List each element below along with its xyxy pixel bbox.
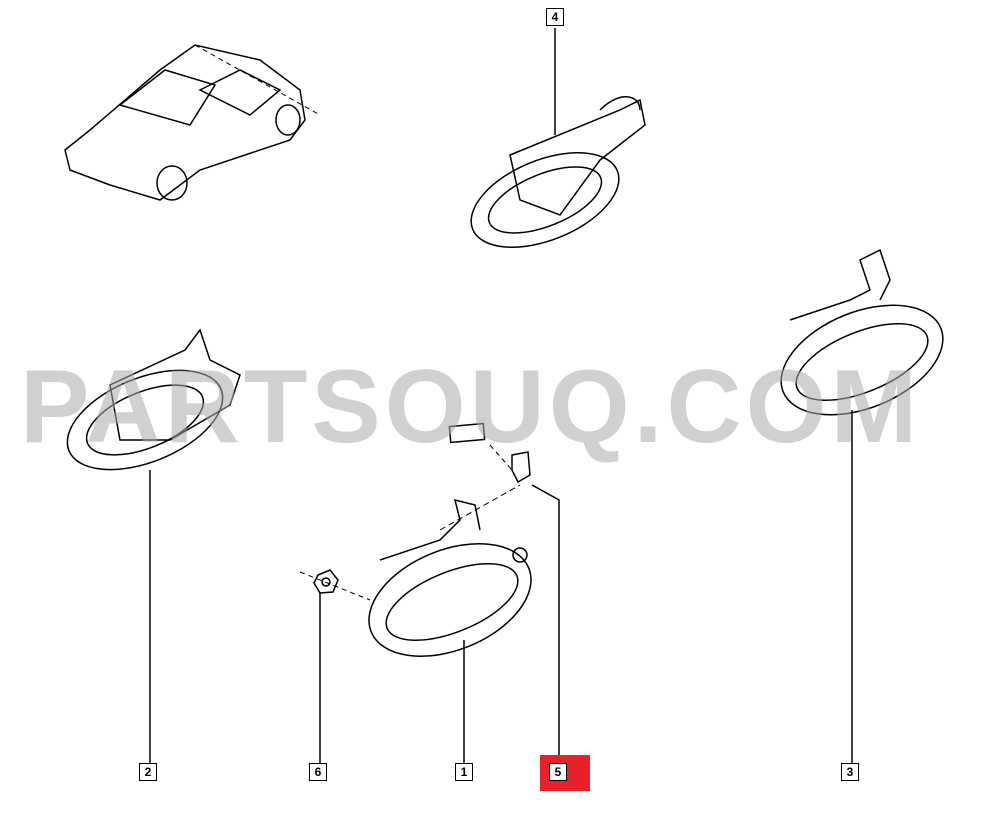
part-3-handle <box>780 248 944 416</box>
part-6-nut <box>299 569 371 601</box>
vehicle-illustration <box>64 44 321 201</box>
callout-5[interactable]: 5 <box>549 763 567 781</box>
callout-4[interactable]: 4 <box>546 8 564 26</box>
callout-3[interactable]: 3 <box>841 763 859 781</box>
leader-lines <box>149 28 853 763</box>
part-5-clip <box>511 451 531 484</box>
part-gasket <box>448 422 486 444</box>
callout-1[interactable]: 1 <box>455 763 473 781</box>
callout-6[interactable]: 6 <box>309 763 327 781</box>
part-1-handle <box>368 484 532 657</box>
part-4-handle-assembly <box>470 96 646 248</box>
part-2-handle-assembly <box>66 328 241 471</box>
callout-2[interactable]: 2 <box>139 763 157 781</box>
